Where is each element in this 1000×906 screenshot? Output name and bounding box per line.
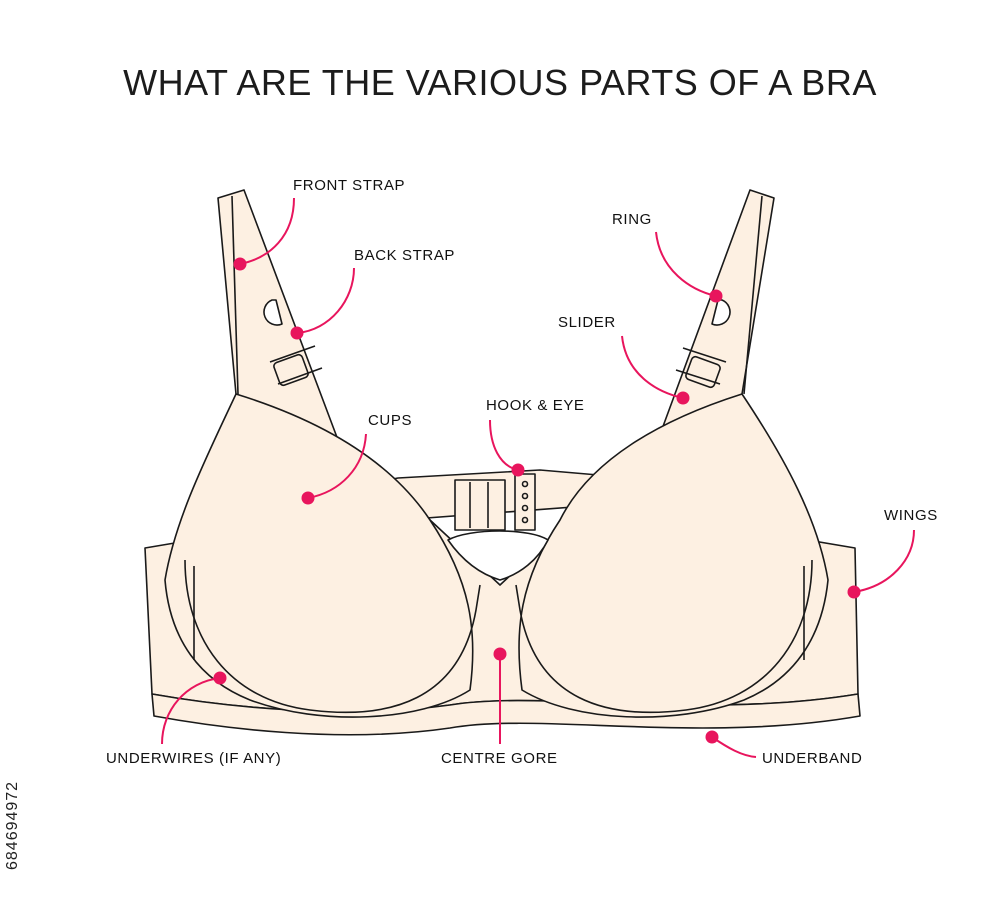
back-strap-marker [290,326,304,340]
front-strap-leader [239,197,295,265]
underband-leader [711,736,757,758]
label-hook-eye: HOOK & EYE [486,397,585,414]
hook-eye-marker [511,463,525,477]
label-cups: CUPS [368,412,413,429]
underwires-leader [161,677,221,745]
label-underwires: UNDERWIRES (IF ANY) [106,750,282,767]
hook-eye-tape [454,479,506,531]
right-cup [518,393,829,718]
left-cup [164,393,474,718]
back-strap-leader [296,267,355,334]
label-wings: WINGS [884,507,938,524]
wings-leader [853,529,915,593]
slider-marker [676,391,690,405]
right-slider [685,355,721,389]
wings-marker [847,585,861,599]
stock-id-container: 684694972 [4,670,34,870]
label-slider: SLIDER [558,314,616,331]
front-strap-marker [233,257,247,271]
label-ring: RING [612,211,652,228]
ring-leader [655,231,717,297]
cups-marker [301,491,315,505]
underband-marker [705,730,719,744]
right-underwire [515,559,813,714]
slider-leader [621,335,684,399]
label-front-strap: FRONT STRAP [293,177,406,194]
label-underband: UNDERBAND [762,750,863,767]
ring-marker [709,289,723,303]
centre-gore-opening [447,530,549,581]
hook-eye-leader [489,419,519,471]
left-slider [273,353,309,387]
label-centre-gore: CENTRE GORE [441,750,558,767]
cups-leader [307,433,367,499]
left-underwire [184,559,481,714]
underwires-marker [213,671,227,685]
centre-gore-marker [493,647,507,661]
stock-id: 684694972 [4,780,21,870]
diagram-title: WHAT ARE THE VARIOUS PARTS OF A BRA [123,62,877,103]
label-back-strap: BACK STRAP [354,247,456,264]
